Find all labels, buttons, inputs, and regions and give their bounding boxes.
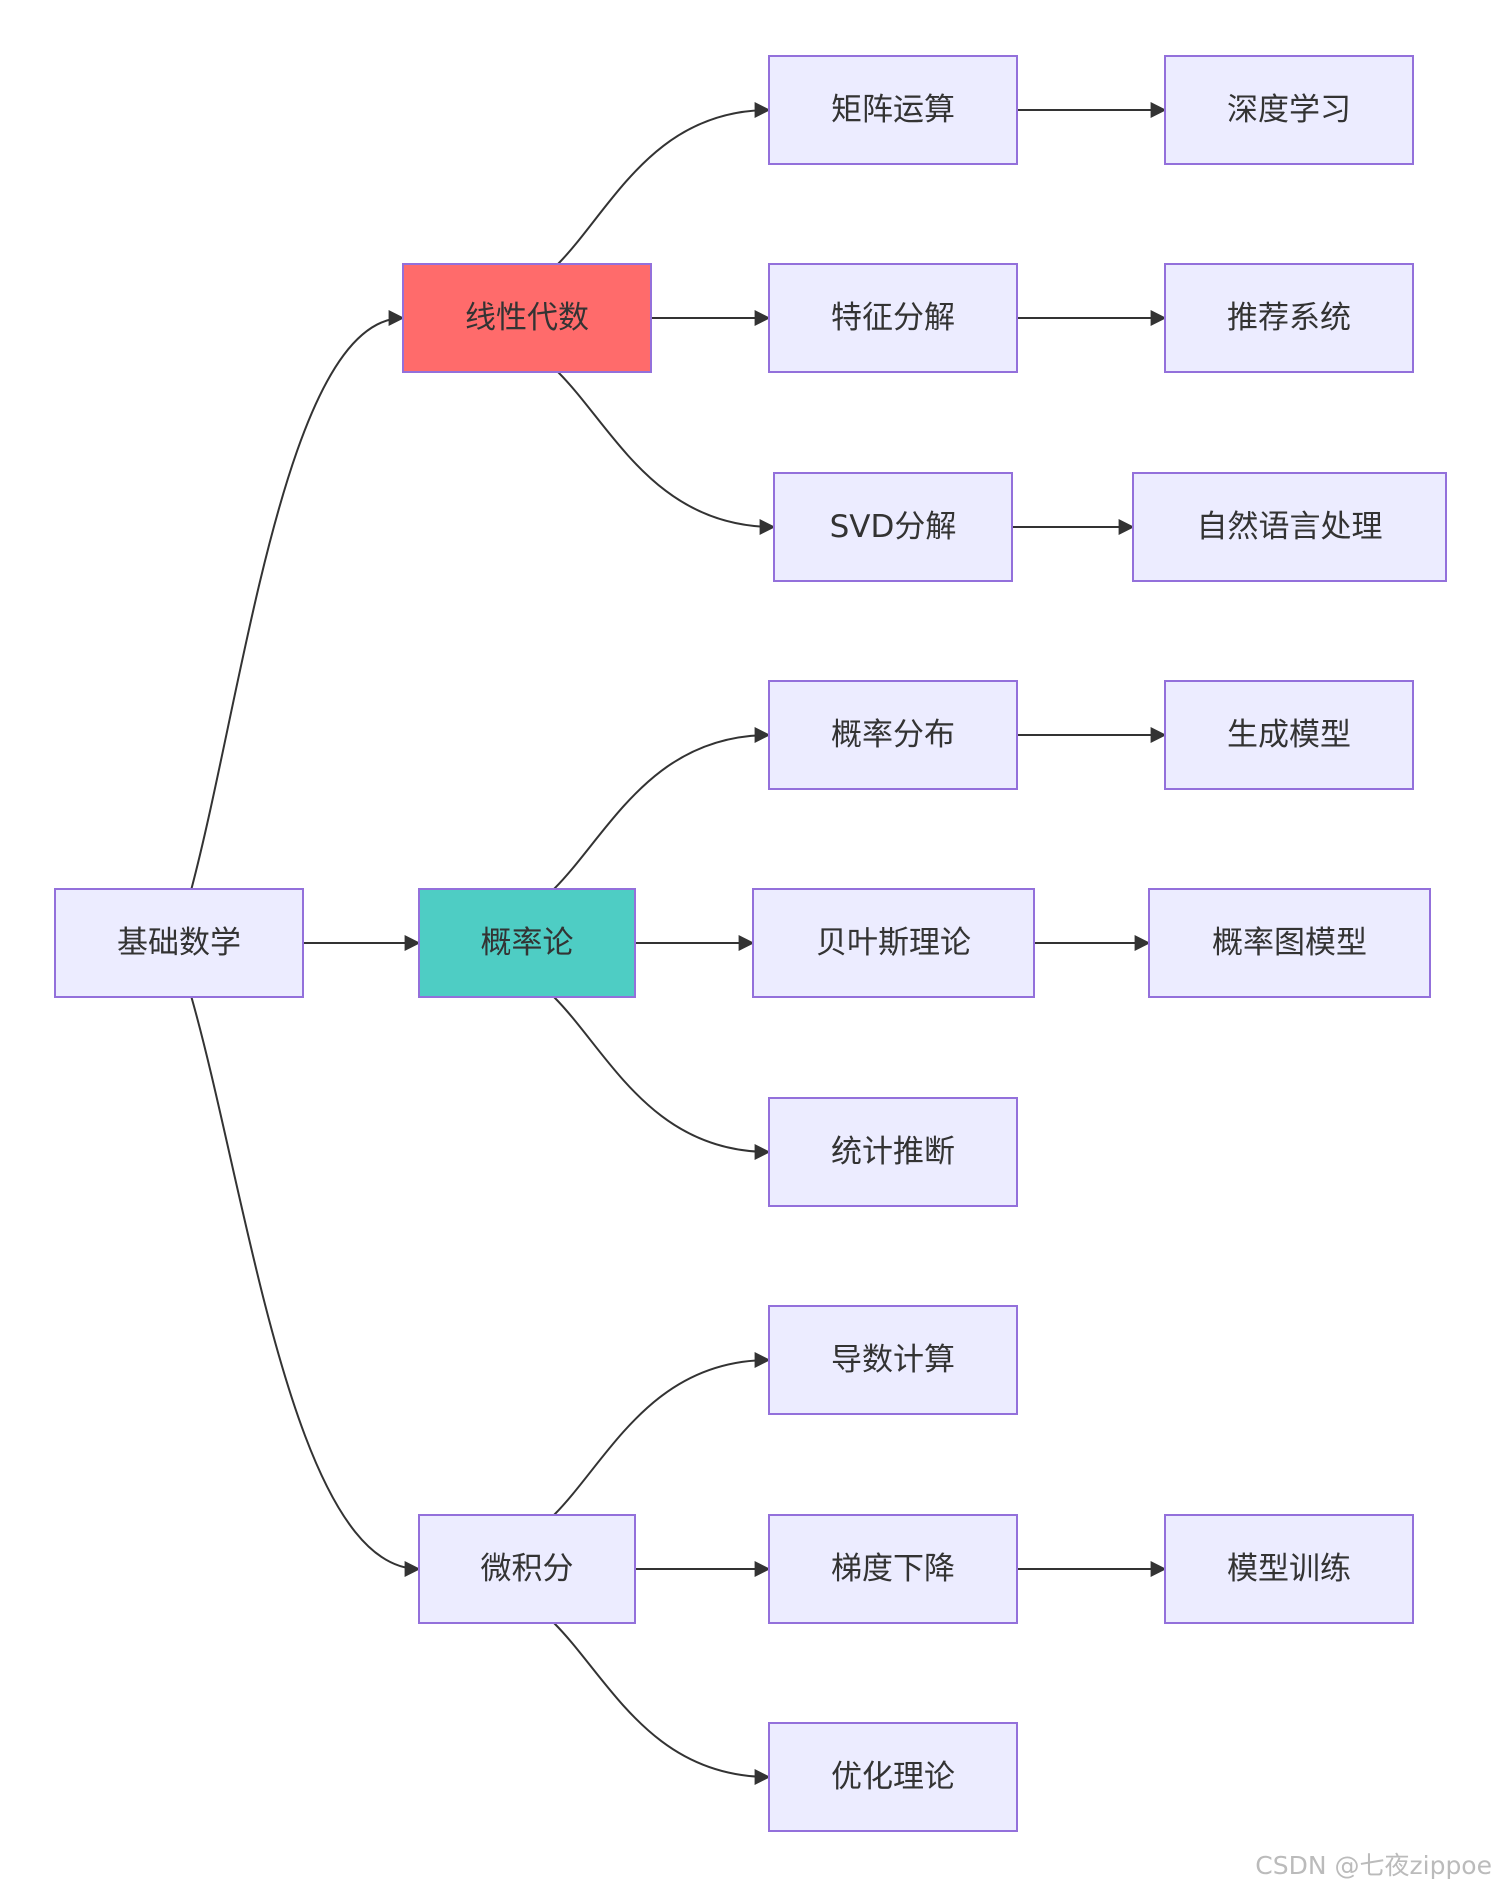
- node-label: 梯度下降: [831, 1551, 955, 1587]
- node-root: 基础数学: [54, 888, 304, 998]
- node-label: 贝叶斯理论: [816, 925, 971, 961]
- node-model-training: 模型训练: [1164, 1514, 1414, 1624]
- node-box: [768, 680, 1018, 790]
- node-label: 模型训练: [1227, 1551, 1351, 1587]
- node-calc: 微积分: [418, 1514, 636, 1624]
- node-box: [768, 1097, 1018, 1207]
- node-pgm: 概率图模型: [1148, 888, 1431, 998]
- node-label: 推荐系统: [1227, 300, 1351, 336]
- node-box: [418, 888, 636, 998]
- node-box: [1164, 55, 1414, 165]
- node-label: SVD分解: [830, 509, 957, 545]
- node-box: [1132, 472, 1447, 582]
- node-label: 微积分: [481, 1551, 574, 1587]
- edge-calc-to-derivative: [553, 1352, 771, 1516]
- node-label: 概率图模型: [1212, 925, 1367, 961]
- node-eigen: 特征分解: [768, 263, 1018, 373]
- node-label: 自然语言处理: [1197, 509, 1383, 545]
- node-label: 生成模型: [1227, 717, 1351, 753]
- node-box: [1148, 888, 1431, 998]
- node-box: [54, 888, 304, 998]
- node-label: 优化理论: [831, 1759, 955, 1795]
- node-stat-inference: 统计推断: [768, 1097, 1018, 1207]
- edges-layer: [190, 102, 1167, 1785]
- node-derivative: 导数计算: [768, 1305, 1018, 1415]
- node-svd: SVD分解: [773, 472, 1013, 582]
- watermark: CSDN @七夜zippoe: [1255, 1851, 1492, 1880]
- node-optimization: 优化理论: [768, 1722, 1018, 1832]
- node-grad-descent: 梯度下降: [768, 1514, 1018, 1624]
- node-box: [768, 263, 1018, 373]
- node-label: 深度学习: [1227, 92, 1351, 128]
- node-box: [768, 55, 1018, 165]
- node-label: 基础数学: [117, 925, 241, 961]
- node-label: 概率论: [481, 925, 574, 961]
- edge-root-to-calc: [190, 996, 421, 1577]
- node-label: 矩阵运算: [831, 92, 955, 128]
- node-label: 线性代数: [465, 300, 589, 336]
- node-label: 导数计算: [831, 1342, 955, 1378]
- node-generative: 生成模型: [1164, 680, 1414, 790]
- node-box: [1164, 680, 1414, 790]
- node-box: [773, 472, 1013, 582]
- node-box: [1164, 263, 1414, 373]
- edge-linalg-to-svd: [557, 371, 776, 535]
- node-box: [768, 1514, 1018, 1624]
- node-box: [1164, 1514, 1414, 1624]
- node-box: [418, 1514, 636, 1624]
- node-matrix-ops: 矩阵运算: [768, 55, 1018, 165]
- node-prob: 概率论: [418, 888, 636, 998]
- node-distribution: 概率分布: [768, 680, 1018, 790]
- node-label: 概率分布: [831, 717, 955, 753]
- node-linalg: 线性代数: [402, 263, 652, 373]
- node-box: [768, 1722, 1018, 1832]
- node-label: 特征分解: [831, 300, 955, 336]
- node-deep-learning: 深度学习: [1164, 55, 1414, 165]
- node-box: [768, 1305, 1018, 1415]
- node-recsys: 推荐系统: [1164, 263, 1414, 373]
- edge-linalg-to-matrix_ops: [557, 102, 771, 265]
- node-box: [402, 263, 652, 373]
- edge-root-to-linalg: [190, 310, 405, 890]
- edge-calc-to-optimization: [553, 1622, 771, 1785]
- edge-prob-to-distribution: [553, 727, 771, 890]
- edge-prob-to-stat_inference: [553, 996, 771, 1160]
- node-box: [752, 888, 1035, 998]
- node-bayes: 贝叶斯理论: [752, 888, 1035, 998]
- node-nlp: 自然语言处理: [1132, 472, 1447, 582]
- node-label: 统计推断: [831, 1134, 955, 1170]
